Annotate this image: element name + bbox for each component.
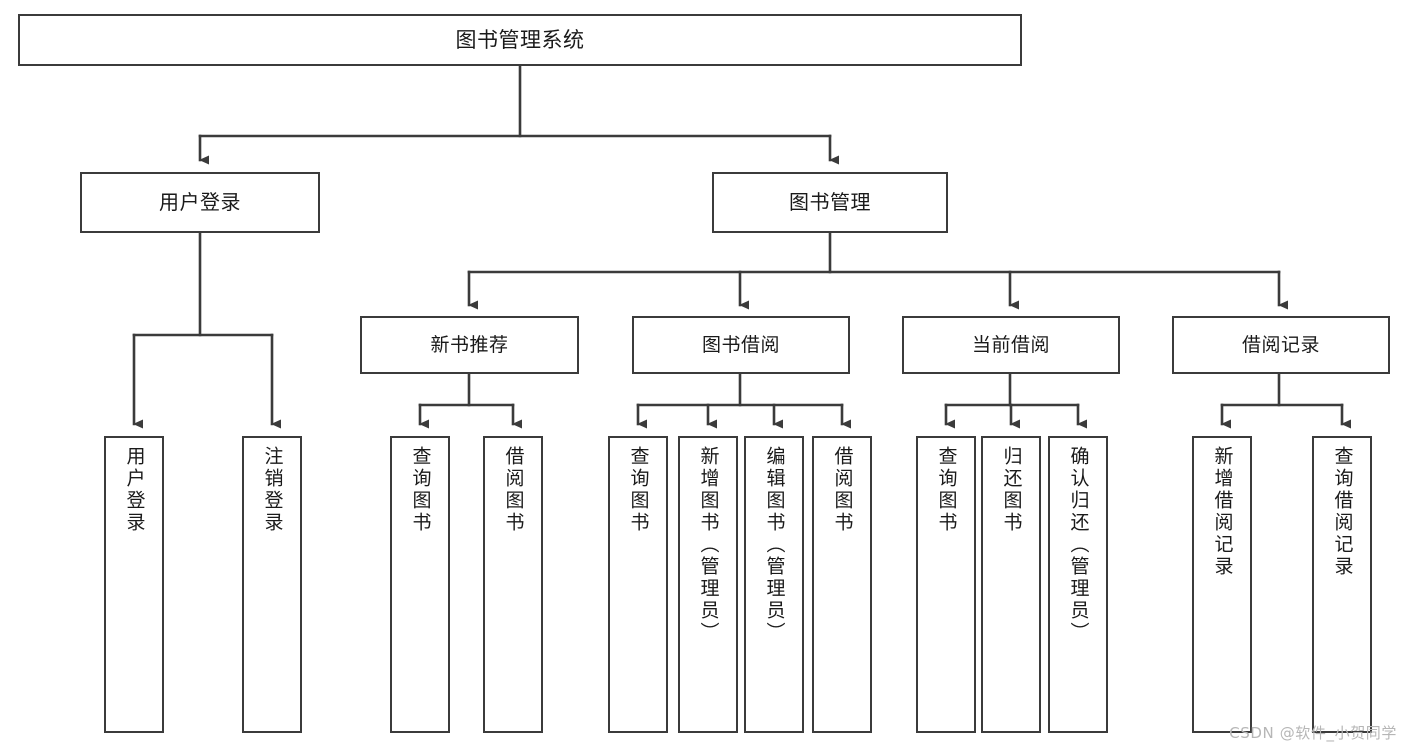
node-label: 借阅记录 <box>1241 333 1320 356</box>
node-label: 图书管理 <box>789 189 871 214</box>
node-label: 查询图书 <box>935 446 958 534</box>
node-label: 图书管理系统 <box>455 27 585 52</box>
node-root-system[interactable]: 图书管理系统 <box>18 14 1022 66</box>
leaf-borrow-query-book[interactable]: 查询图书 <box>608 436 668 733</box>
node-label: 用户登录 <box>123 446 146 534</box>
node-label: 查询借阅记录 <box>1331 446 1354 578</box>
node-label: 借阅图书 <box>502 446 525 534</box>
leaf-new-books-borrow[interactable]: 借阅图书 <box>483 436 543 733</box>
leaf-user-login-signout[interactable]: 注销登录 <box>242 436 302 733</box>
node-book-management[interactable]: 图书管理 <box>712 172 948 233</box>
leaf-current-query-book[interactable]: 查询图书 <box>916 436 976 733</box>
node-label: 新书推荐 <box>430 333 509 356</box>
node-user-login[interactable]: 用户登录 <box>80 172 320 233</box>
node-label: 新增借阅记录 <box>1211 446 1234 578</box>
node-label: 查询图书 <box>627 446 650 534</box>
node-label: 编辑图书（管理员） <box>763 446 786 644</box>
node-current-borrow[interactable]: 当前借阅 <box>902 316 1120 374</box>
watermark: CSDN @软件_小贺同学 <box>1229 724 1397 742</box>
node-label: 当前借阅 <box>971 333 1050 356</box>
leaf-current-confirm-return-admin[interactable]: 确认归还（管理员） <box>1048 436 1108 733</box>
node-borrow-records[interactable]: 借阅记录 <box>1172 316 1390 374</box>
node-label: 注销登录 <box>261 446 284 534</box>
leaf-user-login-signin[interactable]: 用户登录 <box>104 436 164 733</box>
node-label: 用户登录 <box>159 189 241 214</box>
leaf-borrow-add-book-admin[interactable]: 新增图书（管理员） <box>678 436 738 733</box>
node-label: 查询图书 <box>409 446 432 534</box>
leaf-new-books-query[interactable]: 查询图书 <box>390 436 450 733</box>
leaf-records-add-record[interactable]: 新增借阅记录 <box>1192 436 1252 733</box>
node-label: 借阅图书 <box>831 446 854 534</box>
node-book-borrow[interactable]: 图书借阅 <box>632 316 850 374</box>
leaf-records-query-record[interactable]: 查询借阅记录 <box>1312 436 1372 733</box>
leaf-borrow-borrow-book[interactable]: 借阅图书 <box>812 436 872 733</box>
node-label: 归还图书 <box>1000 446 1023 534</box>
leaf-borrow-edit-book-admin[interactable]: 编辑图书（管理员） <box>744 436 804 733</box>
node-label: 图书借阅 <box>701 333 780 356</box>
node-new-book-recommend[interactable]: 新书推荐 <box>360 316 579 374</box>
leaf-current-return-book[interactable]: 归还图书 <box>981 436 1041 733</box>
node-label: 确认归还（管理员） <box>1067 446 1090 644</box>
node-label: 新增图书（管理员） <box>697 446 720 644</box>
